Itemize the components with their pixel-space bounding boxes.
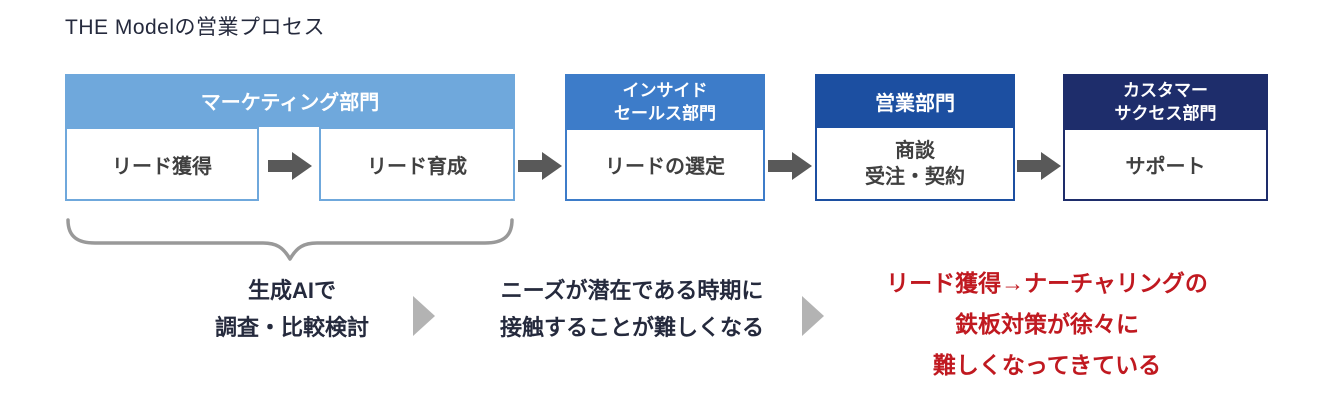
note-warning-line1: リード獲得→ナーチャリングの <box>886 270 1208 296</box>
step-support-label: サポート <box>1125 156 1206 178</box>
inside-sales-header-line1: インサイド <box>622 81 708 100</box>
step-contract-label: 受注・契約 <box>865 165 965 188</box>
step-lead-nurturing: リード育成 <box>319 127 515 201</box>
diagram-title: THE Modelの営業プロセス <box>65 16 326 39</box>
note-warning-line2: 鉄板対策が徐々に <box>955 311 1139 337</box>
flow-arrow-icon <box>268 152 312 180</box>
flow-arrow-icon <box>1017 152 1061 180</box>
note-genai: 生成AIで 調査・比較検討 <box>168 272 416 346</box>
flow-arrow-icon <box>768 152 812 180</box>
customer-success-department-header: カスタマー サクセス部門 <box>1063 74 1268 130</box>
note-genai-line1: 生成AIで <box>247 278 336 303</box>
sales-department-header: 営業部門 <box>815 74 1015 128</box>
note-needs-line2: 接触することが難しくなる <box>499 315 764 340</box>
sales-header-label: 営業部門 <box>875 92 955 115</box>
customer-success-header-line2: サクセス部門 <box>1114 104 1217 123</box>
step-negotiation-label: 商談 <box>895 139 935 162</box>
step-lead-nurturing-label: リード育成 <box>367 155 467 178</box>
step-negotiation-contract: 商談 受注・契約 <box>815 128 1015 201</box>
inside-sales-department-header: インサイド セールス部門 <box>565 74 765 130</box>
step-lead-selection: リードの選定 <box>565 130 765 201</box>
brace-icon <box>66 218 514 261</box>
note-arrow-icon <box>802 296 824 336</box>
marketing-department-header: マーケティング部門 <box>65 74 515 127</box>
inside-sales-header-line2: セールス部門 <box>614 104 716 123</box>
step-lead-acquisition-label: リード獲得 <box>112 155 212 178</box>
note-arrow-icon <box>413 296 435 336</box>
step-lead-selection-label: リードの選定 <box>605 156 725 178</box>
marketing-header-label: マーケティング部門 <box>200 92 380 114</box>
note-needs-line1: ニーズが潜在である時期に <box>500 278 764 303</box>
note-warning-line3: 難しくなってきている <box>932 352 1162 378</box>
step-support: サポート <box>1063 130 1268 201</box>
note-warning: リード獲得→ナーチャリングの 鉄板対策が徐々に 難しくなってきている <box>852 263 1242 386</box>
customer-success-header-line1: カスタマー <box>1123 81 1208 100</box>
note-needs: ニーズが潜在である時期に 接触することが難しくなる <box>452 272 812 346</box>
flow-arrow-icon <box>518 152 562 180</box>
note-genai-line2: 調査・比較検討 <box>214 315 369 340</box>
step-lead-acquisition: リード獲得 <box>65 127 259 201</box>
